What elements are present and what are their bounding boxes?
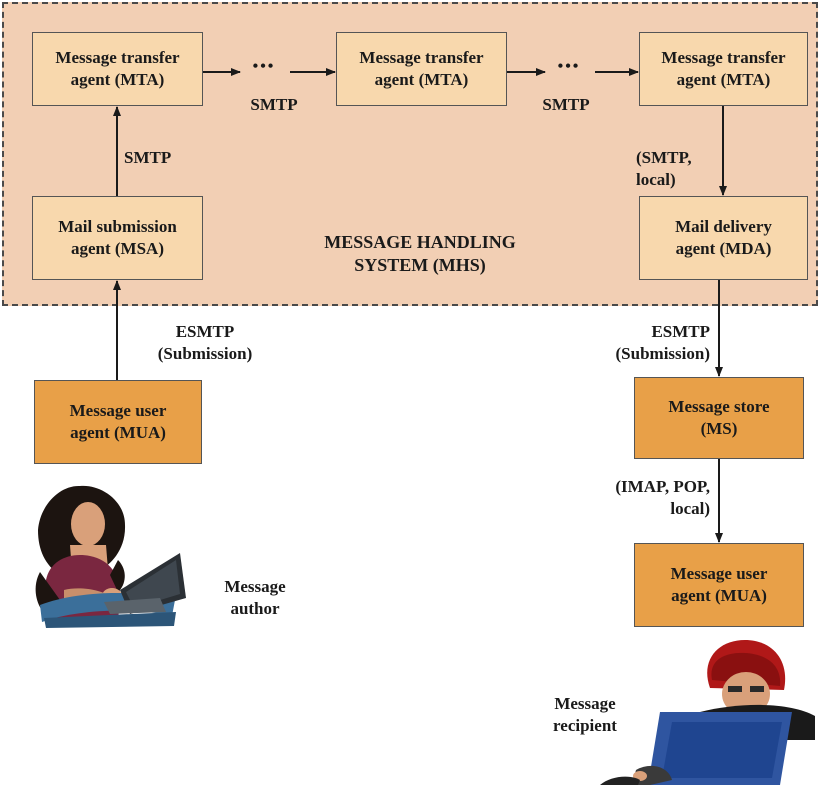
msa-box[interactable]: Mail submission agent (MSA)	[32, 196, 203, 280]
esmtp-left-label: ESMTP (Submission)	[157, 322, 253, 364]
mhs-title: MESSAGE HANDLING SYSTEM (MHS)	[324, 232, 516, 276]
author-label: Message author	[224, 577, 286, 619]
mta-box-2[interactable]: Message transfer agent (MTA)	[336, 32, 507, 106]
mta-box-1[interactable]: Message transfer agent (MTA)	[32, 32, 203, 106]
mda-box[interactable]: Mail delivery agent (MDA)	[639, 196, 808, 280]
smtp-msa-label: SMTP	[124, 148, 172, 167]
recipient-illustration	[600, 640, 815, 785]
author-illustration	[35, 485, 186, 628]
ellipsis-1: •••	[252, 58, 276, 75]
mta-box-3[interactable]: Message transfer agent (MTA)	[639, 32, 808, 106]
smtp-label-1: SMTP	[250, 95, 298, 114]
recipient-label: Message recipient	[553, 694, 617, 736]
smtp-local-label: (SMTP, local)	[636, 148, 692, 190]
imap-pop-label: (IMAP, POP, local)	[615, 477, 710, 519]
message-store-box[interactable]: Message store (MS)	[634, 377, 804, 459]
mua-recipient-box[interactable]: Message user agent (MUA)	[634, 543, 804, 627]
esmtp-right-label: ESMTP (Submission)	[615, 322, 710, 364]
mua-author-box[interactable]: Message user agent (MUA)	[34, 380, 202, 464]
ellipsis-2: •••	[557, 58, 581, 75]
smtp-label-2: SMTP	[542, 95, 590, 114]
